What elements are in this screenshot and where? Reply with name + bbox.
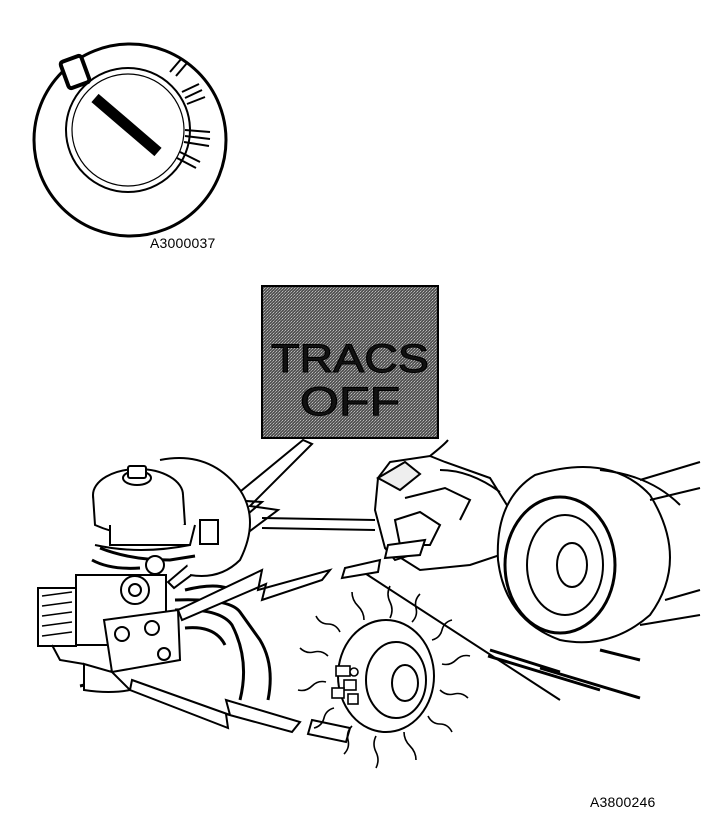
sensor-tag-wheel xyxy=(306,718,352,744)
sensor-tag-transaxle xyxy=(340,558,382,580)
indicator-line2: OFF xyxy=(300,380,400,424)
master-cylinder-icon xyxy=(92,457,251,577)
signal-bolt-wheel xyxy=(128,678,302,734)
axle-shaft xyxy=(261,517,376,531)
signal-bolt-transaxle xyxy=(176,568,333,622)
system-figure-label: A3800246 xyxy=(590,794,656,810)
wheel-speed-sensor-icon xyxy=(297,585,471,769)
transaxle-icon xyxy=(373,439,512,572)
ignition-figure-label: A3000037 xyxy=(150,235,216,251)
front-tire-icon xyxy=(359,461,701,701)
tracs-off-indicator: TRACS OFF xyxy=(261,285,439,439)
abs-modulator-icon xyxy=(37,555,182,693)
indicator-line1: TRACS xyxy=(271,337,429,381)
ignition-switch-icon xyxy=(32,42,228,238)
